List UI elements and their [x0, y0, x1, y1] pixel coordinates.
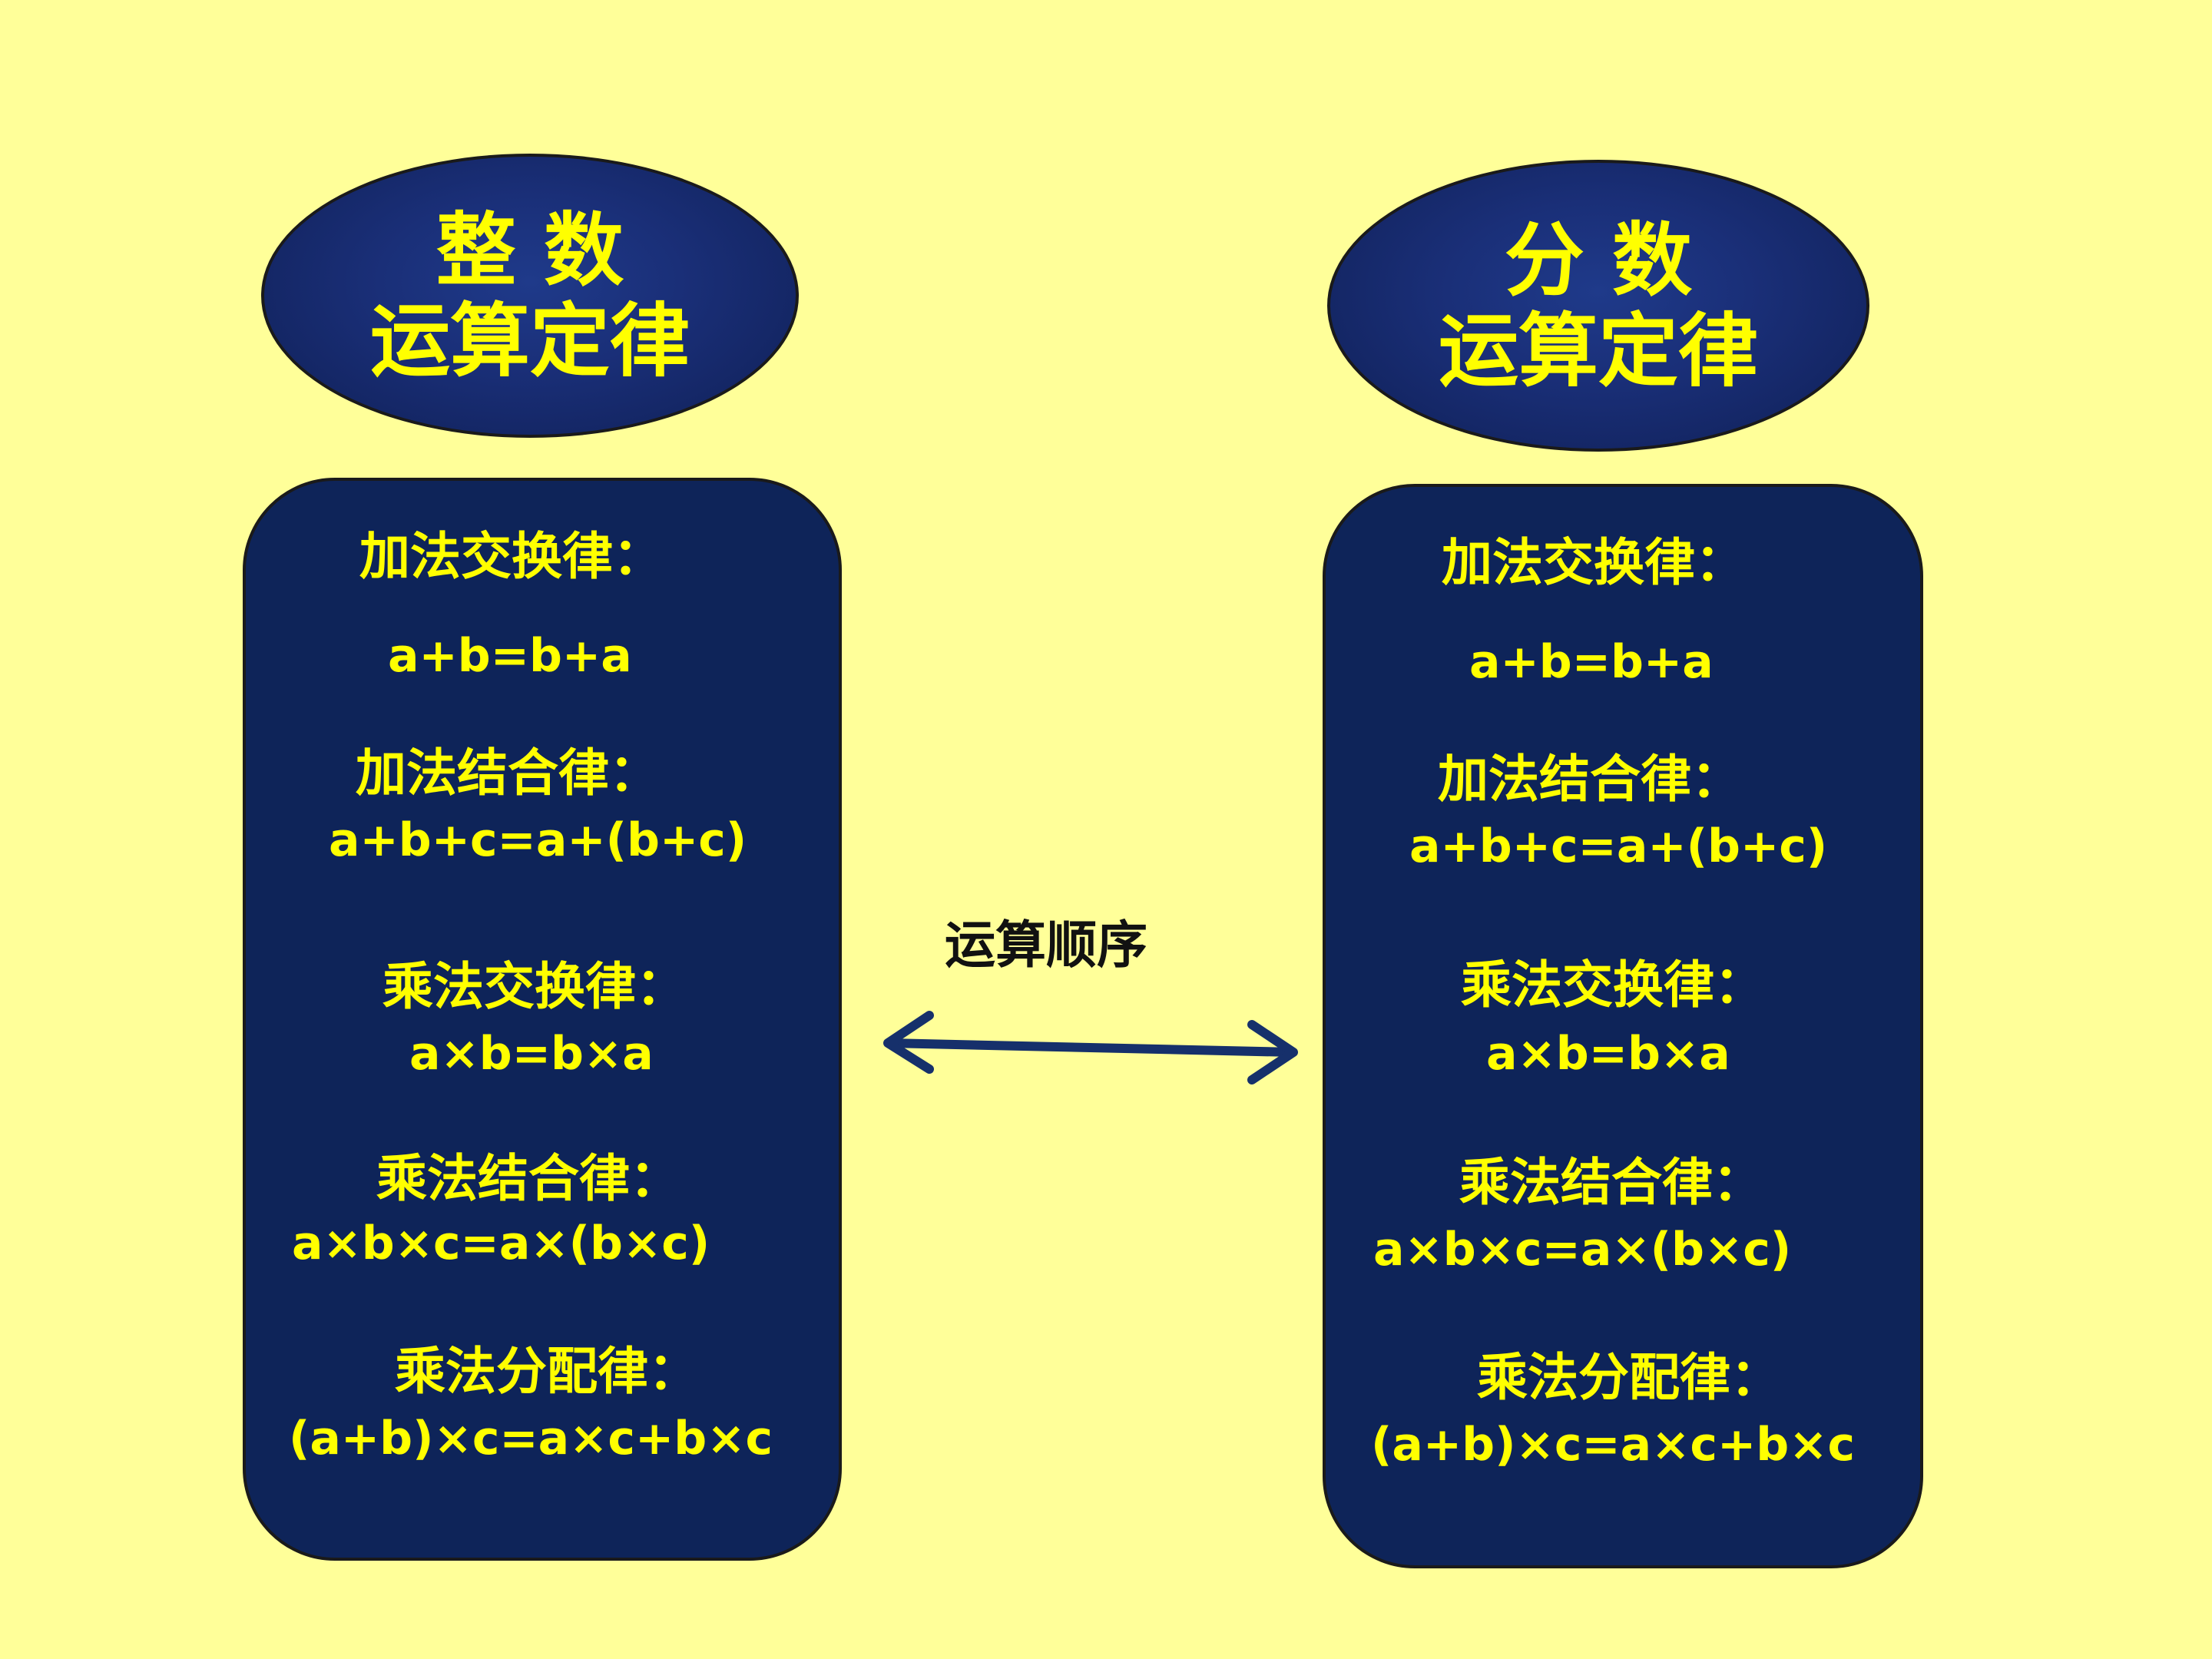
integer-rules-panel	[243, 478, 842, 1561]
fraction-rule-formula-5: (a+b)×c=a×c+b×c	[1371, 1418, 1856, 1472]
integer-rule-title-4: 乘法结合律：	[376, 1149, 680, 1208]
fraction-rule-title-4: 乘法结合律：	[1459, 1153, 1763, 1212]
fraction-header-subtitle: 运算定律	[1438, 304, 1758, 398]
fraction-rule-title-2: 加法结合律：	[1438, 750, 1742, 809]
fraction-rules-panel	[1323, 484, 1923, 1568]
integer-rule-title-3: 乘法交换律：	[382, 957, 687, 1016]
integer-rule-formula-2: a+b+c=a+(b+c)	[329, 813, 747, 867]
fraction-rule-title-5: 乘法分配律：	[1477, 1348, 1781, 1407]
fraction-rule-formula-3: a×b=b×a	[1486, 1027, 1730, 1081]
integer-header-ellipse: 整 数 运算定律	[261, 154, 799, 438]
integer-rule-formula-1: a+b=b+a	[388, 629, 632, 683]
integer-header-subtitle: 运算定律	[369, 294, 690, 388]
fraction-rule-title-3: 乘法交换律：	[1461, 955, 1765, 1015]
fraction-rule-title-1: 加法交换律：	[1442, 533, 1746, 592]
integer-rule-formula-4: a×b×c=a×(b×c)	[292, 1217, 710, 1270]
integer-header-title: 整 数	[435, 204, 624, 297]
fraction-header-ellipse: 分 数 运算定律	[1327, 160, 1869, 452]
operation-order-label: 运算顺序	[945, 915, 1147, 975]
fraction-rule-formula-2: a+b+c=a+(b+c)	[1409, 820, 1828, 873]
integer-rule-title-1: 加法交换律：	[359, 527, 664, 586]
fraction-header-title: 分 数	[1504, 214, 1693, 307]
fraction-rule-formula-4: a×b×c=a×(b×c)	[1373, 1223, 1792, 1277]
integer-rule-formula-5: (a+b)×c=a×c+b×c	[289, 1412, 773, 1465]
double-headed-arrow-icon	[883, 1011, 1298, 1084]
integer-rule-title-2: 加法结合律：	[356, 743, 660, 803]
integer-rule-title-5: 乘法分配律：	[395, 1342, 699, 1401]
integer-rule-formula-3: a×b=b×a	[409, 1027, 654, 1081]
fraction-rule-formula-1: a+b=b+a	[1469, 635, 1714, 689]
